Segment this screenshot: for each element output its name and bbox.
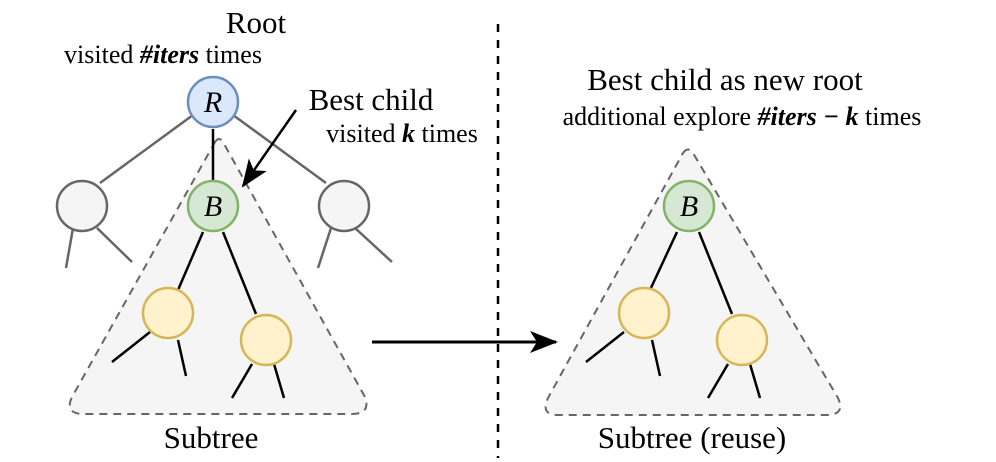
best-child-subtitle-pre: visited [326,119,402,148]
root-subtitle-math: #iters [139,40,199,69]
edge-root-left-child [99,113,194,185]
edge-yellow-left-stub-b [176,339,188,377]
best-child-node [186,179,240,233]
new-root-node [662,179,716,233]
best-child-title: Best child [309,82,434,117]
edge-r-yellow-left-stub-b [650,339,662,377]
edge-left-child-stub-b [96,227,133,263]
yellow-node-right [239,313,293,367]
right-subtitle-post: times [859,102,922,131]
right-subtitle: additional explore #iters − k times [563,102,922,131]
subtree-label-right: Subtree (reuse) [598,420,787,455]
left-panel: R B Root visited #iters times Best child… [55,5,478,455]
edge-root-right-child [232,113,327,185]
edge-left-child-stub-a [64,227,75,269]
best-child-subtitle: visited k times [326,119,478,148]
edge-new-root-to-yellow-left [648,231,679,291]
root-subtitle-post: times [199,40,262,69]
edge-yellow-right-stub-b [272,363,286,399]
new-root-node-label: B [680,190,698,223]
edge-r-yellow-right-stub-b [748,363,762,399]
gray-node-left [55,179,109,233]
r-yellow-node-left [617,286,671,340]
edge-best-to-yellow-left [176,231,205,291]
best-child-node-label: B [204,190,222,223]
root-subtitle: visited #iters times [64,40,262,69]
subtree-triangle-left [68,138,368,415]
r-yellow-node-right [715,313,769,367]
best-child-subtitle-math: k [402,119,415,148]
right-subtitle-math: #iters − k [757,102,859,131]
yellow-node-left [141,286,195,340]
best-child-subtitle-post: times [415,119,478,148]
edge-right-child-stub-b [354,227,393,263]
best-child-pointer-arrow [241,109,298,188]
subtree-label-left: Subtree [164,420,259,455]
root-node-label: R [203,86,222,119]
right-panel: B Best child as new root additional expl… [544,62,922,455]
edge-right-child-stub-a [316,227,333,269]
right-subtitle-pre: additional explore [563,102,758,131]
root-subtitle-pre: visited [64,40,140,69]
right-title: Best child as new root [587,62,863,97]
edge-best-to-yellow-right [221,231,258,315]
edge-new-root-to-yellow-right [697,231,734,315]
edge-r-yellow-right-stub-a [706,363,730,399]
edge-yellow-left-stub-a [111,331,151,363]
edge-yellow-right-stub-a [230,363,254,399]
gray-node-right [317,179,371,233]
root-node [186,75,240,129]
edge-r-yellow-left-stub-a [585,331,625,363]
root-title: Root [226,5,287,40]
